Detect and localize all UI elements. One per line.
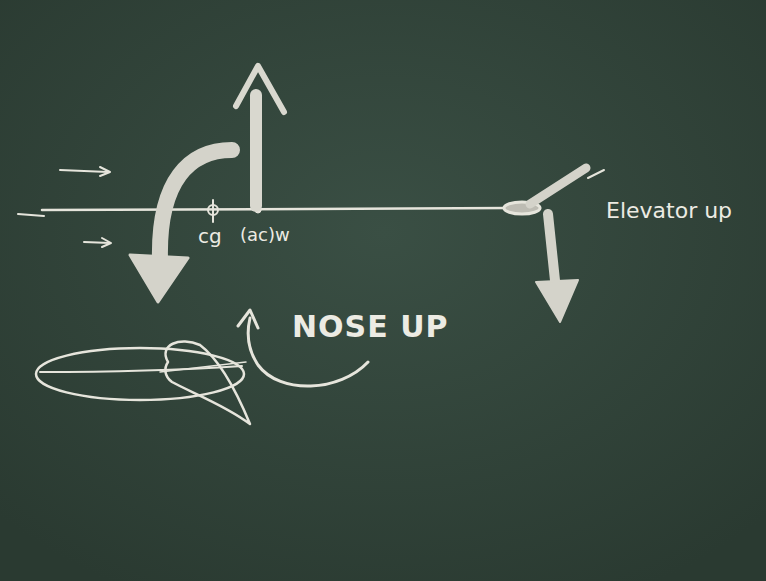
- elevator-deflected: [530, 168, 586, 204]
- tail-force-arrow-head: [536, 280, 578, 322]
- airfoil-line: [160, 362, 246, 372]
- airfoil-section: [165, 341, 250, 424]
- wing-chord: [40, 366, 242, 372]
- ac-label: (ac)w: [240, 226, 290, 244]
- elevator-label: Elevator up: [606, 200, 732, 222]
- flow-arrow: [18, 214, 44, 216]
- fuselage-line: [42, 208, 540, 210]
- nose-up-arrow-head: [238, 310, 258, 328]
- leader-line: [588, 170, 604, 178]
- flow-arrow-head: [100, 167, 110, 176]
- moment-arrow-head: [130, 255, 188, 302]
- flow-arrow: [60, 170, 108, 172]
- flow-arrow-head: [102, 238, 111, 247]
- tail-force-arrow: [548, 214, 556, 290]
- moment-arrow: [160, 150, 232, 260]
- nose-up-label: NOSE UP: [292, 312, 449, 342]
- cg-label: cg: [198, 226, 222, 246]
- flow-arrow: [84, 242, 110, 243]
- lift-arrow-head: [236, 66, 284, 112]
- cg-symbol: [212, 200, 214, 222]
- lift-arrow: [250, 95, 262, 206]
